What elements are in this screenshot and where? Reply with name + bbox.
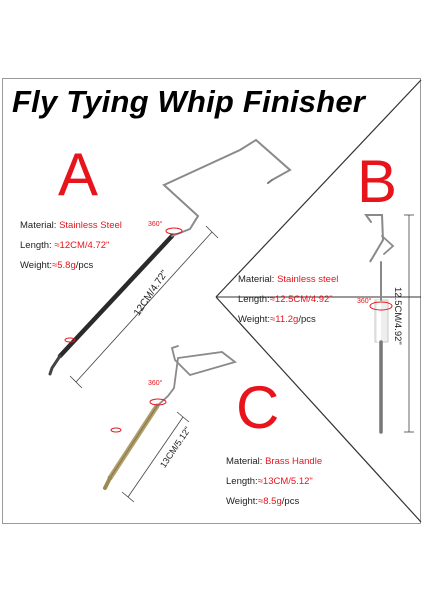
weight-label: Weight: bbox=[226, 496, 259, 507]
material-value: Stainless Steel bbox=[59, 220, 122, 231]
variant-letter-b: B bbox=[357, 148, 398, 215]
divider-line bbox=[215, 296, 422, 523]
material-label: Material: bbox=[20, 220, 60, 231]
whip-finisher-c bbox=[103, 345, 237, 490]
spec-block-c: Material: Brass Handle Length:≈13CM/5.12… bbox=[226, 452, 322, 512]
weight-label: Weight: bbox=[20, 260, 53, 271]
whip-finisher-b bbox=[364, 214, 395, 434]
weight-label: Weight: bbox=[238, 314, 271, 325]
weight-unit: /pcs bbox=[298, 314, 316, 325]
material-value: Stainless steel bbox=[277, 274, 339, 285]
material-label: Material: bbox=[238, 274, 278, 285]
weight-value: ≈8.5g bbox=[258, 496, 282, 507]
rotation-label-a: 360° bbox=[148, 221, 163, 228]
variant-letter-c: C bbox=[236, 374, 280, 441]
material-label: Material: bbox=[226, 456, 266, 467]
length-label: Length: bbox=[20, 240, 55, 251]
length-value: ≈12.5CM/4.92" bbox=[269, 294, 333, 305]
rotation-label-c: 360° bbox=[148, 380, 163, 387]
material-value: Brass Handle bbox=[265, 456, 323, 467]
rotation-label-b: 360° bbox=[357, 298, 372, 305]
dimension-label-b: 12.5CM/4.92" bbox=[392, 287, 403, 345]
weight-unit: /pcs bbox=[75, 260, 94, 271]
panel-frame bbox=[2, 78, 421, 524]
page-title: Fly Tying Whip Finisher bbox=[12, 84, 366, 119]
length-label: Length: bbox=[238, 294, 270, 305]
variant-letter-a: A bbox=[58, 141, 99, 208]
dimension-line bbox=[75, 231, 213, 383]
spec-block-a: Material: Stainless Steel Length: ≈12CM/… bbox=[20, 216, 122, 276]
whip-finisher-a bbox=[48, 138, 292, 376]
weight-unit: /pcs bbox=[281, 496, 300, 507]
length-value: ≈13CM/5.12" bbox=[257, 476, 313, 487]
length-label: Length: bbox=[226, 476, 258, 487]
dimension-line bbox=[127, 416, 184, 498]
weight-value: ≈5.8g bbox=[52, 260, 76, 271]
divider-line bbox=[215, 79, 422, 298]
spec-block-b: Material: Stainless steel Length:≈12.5CM… bbox=[238, 270, 338, 330]
length-value: ≈12CM/4.72" bbox=[54, 240, 110, 251]
weight-value: ≈11.2g bbox=[270, 314, 299, 325]
